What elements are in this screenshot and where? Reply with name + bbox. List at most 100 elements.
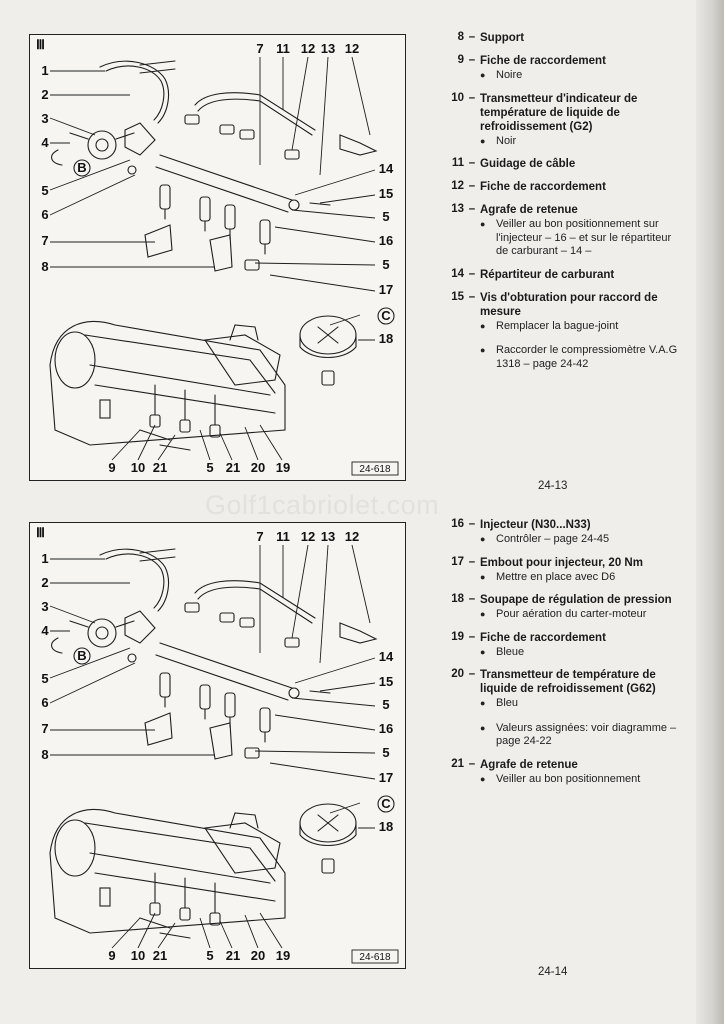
bullet-icon: ● bbox=[480, 609, 486, 619]
pressure-valve-cross bbox=[317, 814, 339, 832]
callout-number: 17 bbox=[379, 770, 393, 785]
callout-number: 16 bbox=[379, 721, 393, 736]
callout-number: 5 bbox=[41, 671, 48, 686]
legend-dash: – bbox=[468, 518, 476, 530]
plug-screw bbox=[309, 202, 331, 206]
legend-item: 21–Agrafe de retenue●Veiller au bon posi… bbox=[442, 758, 682, 787]
bullet-icon: ● bbox=[480, 534, 486, 544]
callout-number: 12 bbox=[345, 529, 359, 544]
legend-body: Fiche de raccordement●Bleue bbox=[480, 631, 682, 660]
retaining-clips bbox=[139, 429, 191, 451]
harness-connector bbox=[239, 617, 255, 628]
cylinder-head-ridge bbox=[84, 334, 276, 394]
callout-leader bbox=[291, 544, 309, 639]
section-mark: Ⅲ bbox=[36, 37, 45, 52]
callout-leader bbox=[199, 429, 211, 461]
callout-number: B bbox=[77, 160, 86, 175]
callout-leader bbox=[351, 56, 371, 136]
legend-title: Transmetteur de température de liquide d… bbox=[480, 669, 656, 695]
cylinder-head-fins bbox=[89, 364, 276, 414]
callout-number: 10 bbox=[131, 948, 145, 963]
pressure-valve-body bbox=[299, 822, 357, 846]
harness-loom bbox=[194, 92, 316, 131]
diagram-linework bbox=[49, 548, 378, 939]
legend-number: 9 bbox=[457, 54, 464, 66]
vacuum-hose bbox=[51, 637, 63, 654]
legend-note-text: Bleu bbox=[496, 697, 519, 709]
callout-leader bbox=[274, 226, 376, 243]
coolant-flange bbox=[99, 399, 111, 419]
flow-arrow-upper bbox=[139, 60, 176, 66]
callout-number: 8 bbox=[41, 747, 48, 762]
legend-item: 19–Fiche de raccordement●Bleue bbox=[442, 631, 682, 660]
retaining-clips bbox=[139, 917, 191, 939]
callout-number: 12 bbox=[301, 41, 315, 56]
callout-leader bbox=[49, 647, 131, 679]
legend-note: ● Pour aération du carter-moteur bbox=[480, 608, 682, 622]
regulator-body bbox=[87, 130, 117, 160]
fuel-rail-top bbox=[159, 642, 293, 689]
callout-leader bbox=[269, 762, 376, 780]
legend-note: ●Bleu bbox=[480, 697, 682, 711]
legend-body: Transmetteur de température de liquide d… bbox=[480, 668, 682, 749]
callout-number: 21 bbox=[226, 948, 240, 963]
legend-note-text: Raccorder le compressiomètre V.A.G 1318 … bbox=[496, 344, 678, 370]
callout-leader bbox=[294, 657, 376, 684]
legend-note: ● Raccorder le compressiomètre V.A.G 1318… bbox=[480, 344, 682, 371]
legend-dash: – bbox=[468, 180, 476, 192]
cylinder-head-fins bbox=[89, 852, 276, 902]
callout-number: 1 bbox=[41, 551, 48, 566]
legend-item: 17–Embout pour injecteur, 20 Nm●Mettre e… bbox=[442, 556, 682, 585]
callout-number: 5 bbox=[382, 209, 389, 224]
temperature-sensor bbox=[149, 414, 161, 428]
bullet-icon: ● bbox=[480, 135, 486, 146]
callout-leader bbox=[244, 426, 259, 461]
callout-number: 20 bbox=[251, 948, 265, 963]
legend-title: Guidage de câble bbox=[480, 158, 576, 170]
callout-number: 12 bbox=[345, 41, 359, 56]
callout-leader bbox=[157, 922, 176, 949]
legend-note: ●Mettre en place avec D6 bbox=[480, 571, 682, 585]
regulator-center bbox=[95, 626, 109, 640]
legend-title: Transmetteur d'indicateur de température… bbox=[480, 92, 638, 133]
callout-circle bbox=[73, 159, 91, 177]
legend-title: Vis d'obturation pour raccord de mesure bbox=[480, 291, 658, 318]
legend-title: Fiche de raccordement bbox=[480, 181, 606, 193]
callout-number: 1 bbox=[41, 63, 48, 78]
legend-dash: – bbox=[468, 267, 476, 280]
legend-note-text: Pour aération du carter-moteur bbox=[496, 608, 647, 620]
figure-ref-box bbox=[351, 949, 399, 964]
callout-leader bbox=[269, 274, 376, 292]
callout-number: 5 bbox=[206, 460, 213, 475]
bullet-icon: ● bbox=[480, 571, 486, 582]
legend-dash: – bbox=[468, 31, 476, 43]
callout-leader bbox=[259, 424, 283, 461]
callout-number: 5 bbox=[382, 745, 389, 760]
cylinder-head-ridge bbox=[84, 822, 276, 882]
callout-number: 4 bbox=[41, 623, 49, 638]
harness-loom bbox=[194, 580, 316, 619]
callout-number: 3 bbox=[41, 111, 48, 126]
leader-lines bbox=[49, 544, 376, 949]
harness-connector bbox=[284, 637, 300, 648]
callout-number: 2 bbox=[41, 87, 48, 102]
callout-number: 9 bbox=[108, 460, 115, 475]
valve-fitting bbox=[321, 370, 335, 386]
callout-leader bbox=[329, 314, 361, 326]
callout-number: 16 bbox=[379, 233, 393, 248]
legend-note: ●Remplacer la bague-joint bbox=[480, 320, 682, 334]
coolant-flange bbox=[99, 887, 111, 907]
legend-list-bottom: 16–Injecteur (N30...N33)●Contrôler – pag… bbox=[442, 518, 682, 795]
callout-leader bbox=[319, 194, 376, 204]
callout-number: 5 bbox=[382, 697, 389, 712]
bolt-head bbox=[127, 165, 137, 175]
temperature-sensor bbox=[179, 419, 191, 433]
bullet-icon: ● bbox=[480, 345, 486, 355]
callout-leader bbox=[219, 432, 233, 461]
callout-leader bbox=[111, 429, 141, 461]
sensor-plug bbox=[339, 134, 378, 156]
callout-number: 7 bbox=[256, 41, 263, 56]
legend-body: Transmetteur d'indicateur de température… bbox=[480, 92, 682, 149]
temperature-sensor bbox=[149, 902, 161, 916]
callout-number: 21 bbox=[226, 460, 240, 475]
